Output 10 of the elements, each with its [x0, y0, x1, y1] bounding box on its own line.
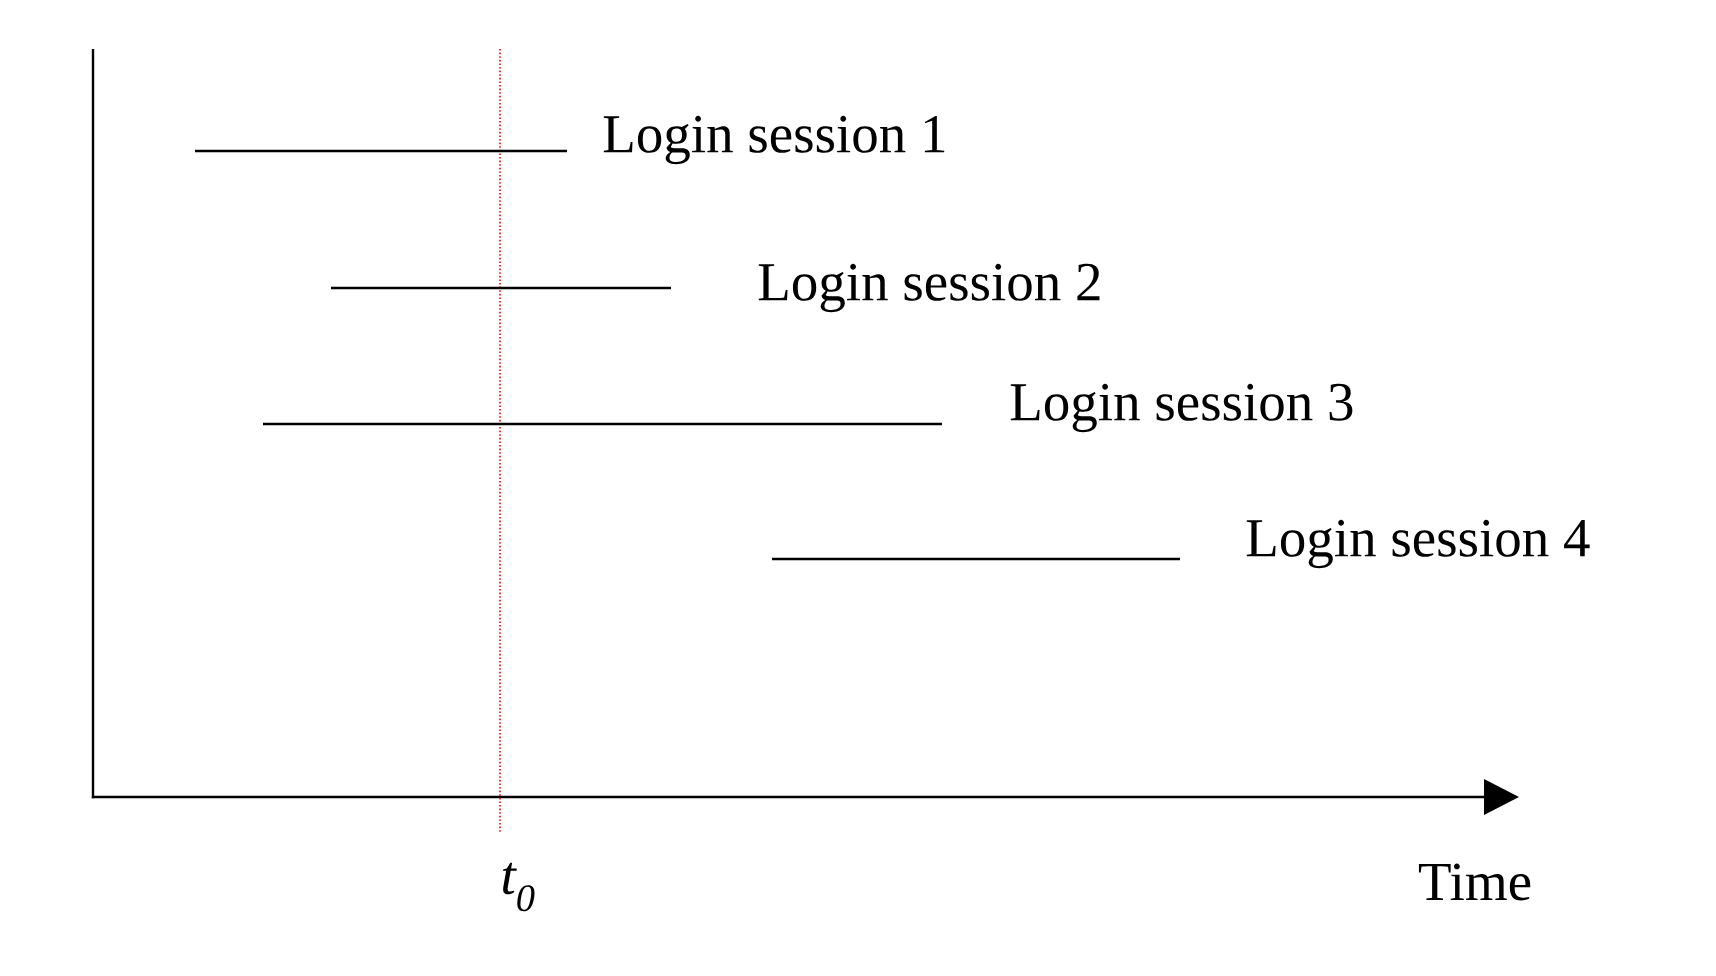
time-marker-label: t$_{0}$	[502, 862, 535, 912]
session-line	[772, 557, 1180, 561]
session-line	[331, 286, 671, 290]
axis-label: Time	[1418, 863, 1531, 901]
session-line	[263, 422, 942, 426]
session-label: Login session 4	[1246, 519, 1590, 569]
session-label: Login session 1	[603, 115, 945, 165]
session-line	[195, 149, 567, 153]
session-label: Login session 3	[1010, 383, 1353, 433]
session-label: Login session 2	[758, 263, 1100, 313]
